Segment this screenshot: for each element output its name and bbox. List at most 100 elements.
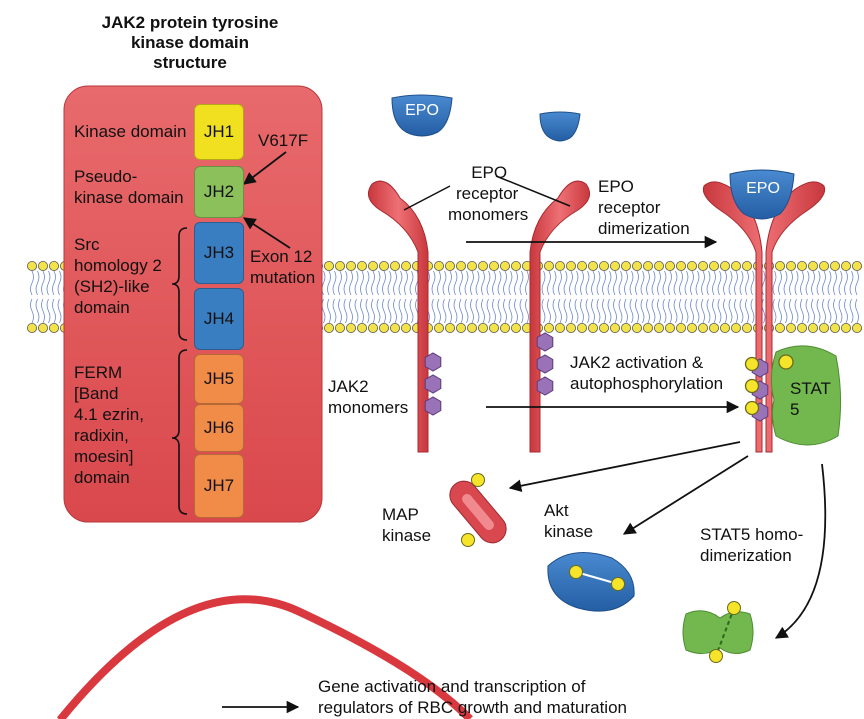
lipid-head-outer [632,260,643,271]
lipid-head-outer [698,260,709,271]
label-pseudo-line-2: kinase domain [74,188,184,207]
lipid-head-inner [797,322,808,333]
lipid-head-inner [378,322,389,333]
label-v617f: V617F [258,131,309,150]
lipid-head-outer [676,260,687,271]
erd-line-2: receptor [598,198,661,217]
ja-line-2: autophosphorylation [570,374,724,393]
lipid-head-inner [334,322,345,333]
label-pseudokinase: Pseudo- kinase domain [74,166,184,208]
ja-line-1: JAK2 activation & [570,353,704,372]
epo-receptor-dimer [702,181,826,453]
lipid-head-outer [830,260,841,271]
stat5-protein [770,345,842,446]
lipid-head-inner [698,322,709,333]
label-kinase-domain: Kinase domain [74,122,187,141]
lipid-head-outer [555,260,566,271]
lipid-head-inner [709,322,720,333]
lipid-head-outer [488,260,499,271]
epo-bound [729,169,795,220]
lipid-head-inner [720,322,731,333]
label-map-kinase: MAP kinase [382,504,431,546]
label-epo-receptor-monomers: EPO receptor monomers [448,162,528,225]
domain-jh1: JH1 [194,104,244,160]
lipid-head-inner [775,322,786,333]
map-phospho-2 [461,533,475,547]
lipid-head-outer [49,260,60,271]
lipid-head-inner [654,322,665,333]
ferm-line-6: domain [74,468,130,487]
lipid-head-inner [819,322,830,333]
map-phospho-1 [471,473,485,487]
stat5-line-1: STAT [790,379,831,398]
lipid-head-inner [676,322,687,333]
lipid-head-inner [731,322,742,333]
lipid-head-outer [510,260,521,271]
domain-jh2: JH2 [194,166,244,218]
lipid-head-inner [38,322,49,333]
receptor-pointer-1 [403,185,451,211]
akt-kinase-protein [547,552,635,612]
lipid-head-outer [588,260,599,271]
lipid-head-inner [665,322,676,333]
label-epo-free: EPO [405,102,439,119]
label-ferm-domain: FERM [Band 4.1 ezrin, radixin, moesin] d… [74,362,144,488]
lipid-head-outer [378,260,389,271]
akt-line-2: kinase [544,522,594,541]
label-akt-kinase: Akt kinase [544,500,593,542]
akt-arrow [622,455,749,535]
lipid-head-outer [389,260,400,271]
lipid-head-outer [621,260,632,271]
map-kinase-protein [449,480,507,544]
erm-line-2: receptor [455,184,519,203]
lipid-head-outer [599,260,610,271]
domain-jh7: JH7 [194,454,244,518]
stat5-dimer-phospho-1 [727,601,741,615]
lipid-head-outer [544,260,555,271]
lipid-head-outer [687,260,698,271]
lipid-head-outer [797,260,808,271]
map-line-1: MAP [382,505,419,524]
shd-line-1: STAT5 homo- [700,525,804,544]
map-line-2: kinase [382,526,432,545]
exon12-line-2: mutation [250,268,316,287]
domain-jh3: JH3 [194,222,244,284]
lipid-head-outer [477,260,488,271]
lipid-head-outer [26,260,37,271]
jak2-hexagon [536,354,554,374]
lipid-head-inner [830,322,841,333]
lipid-head-outer [786,260,797,271]
lipid-head-outer [455,260,466,271]
lipid-head-inner [345,322,356,333]
shd-line-2: dimerization [700,546,792,565]
akt-line-1: Akt [544,501,569,520]
jak2-panel-title: JAK2 protein tyrosine kinase domain stru… [70,13,310,73]
jm-line-1: JAK2 [328,377,369,396]
lipid-head-outer [720,260,731,271]
sh2-line-3: (SH2)-like [74,277,150,296]
lipid-head-outer [367,260,378,271]
lipid-head-inner [466,322,477,333]
lipid-head-outer [731,260,742,271]
map-arrow [508,441,741,492]
lipid-head-outer [654,260,665,271]
sh2-brace [171,227,188,341]
label-epo-bound: EPO [746,180,780,197]
epo-ligand-small [539,111,581,142]
ferm-brace [171,349,188,515]
label-pseudo-line-1: Pseudo- [74,167,138,186]
jm-line-2: monomers [328,398,409,417]
lipid-head-outer [444,260,455,271]
lipid-head-inner [455,322,466,333]
lipid-head-outer [38,260,49,271]
label-jak2-monomers: JAK2 monomers [328,376,408,418]
akt-link [575,571,619,585]
lipid-head-inner [510,322,521,333]
lipid-head-inner [610,322,621,333]
erm-line-1: EPO [471,163,508,182]
label-stat5-homodimerization: STAT5 homo- dimerization [700,524,803,566]
domain-jh6: JH6 [194,404,244,452]
lipid-head-inner [588,322,599,333]
lipid-head-outer [819,260,830,271]
exon12-arrow [242,217,291,249]
